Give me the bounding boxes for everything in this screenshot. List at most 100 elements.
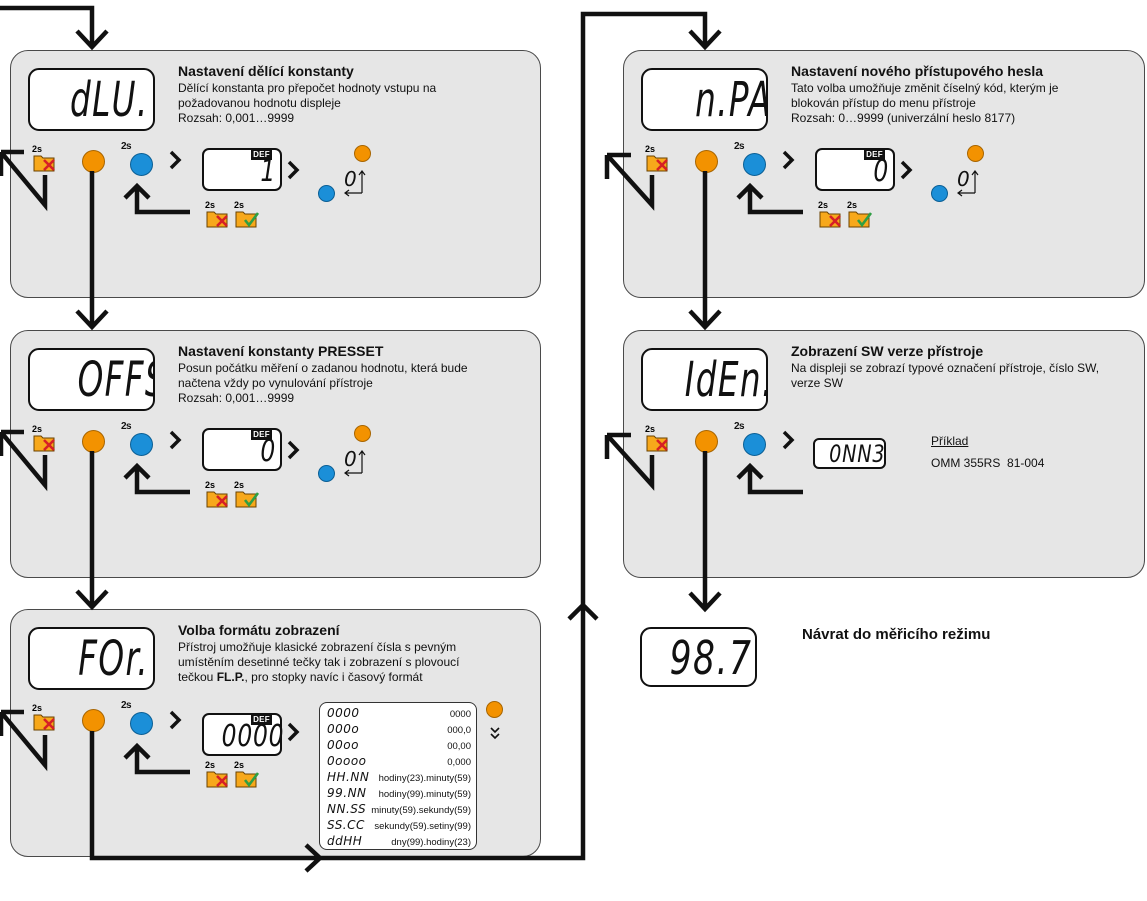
format-label: 000,0 — [447, 725, 471, 736]
format-pattern: 99.NN — [327, 786, 367, 800]
entry-arrow — [0, 5, 109, 51]
format-pattern: SS.CC — [327, 818, 365, 832]
panel-title: Zobrazení SW verze přístroje — [791, 343, 984, 359]
panel-description: Tato volba umožňuje změnit číselný kód, … — [791, 81, 1058, 126]
description-text: tečkou — [178, 670, 217, 684]
format-pattern: 000o — [327, 722, 360, 736]
folder-cancel-icon: 2s — [204, 479, 230, 509]
example-value: OMM 355RS 81-004 — [931, 456, 1045, 470]
folder-confirm-icon: 2s — [233, 199, 259, 229]
cycle-arrow-icon — [957, 170, 979, 197]
example-display-text: 0NN3 — [829, 440, 886, 468]
hold-time-label: 2s — [234, 200, 244, 210]
description-line: blokován přístup do menu přístroje — [791, 96, 976, 110]
hold-time-label: 2s — [121, 700, 132, 711]
orange-button-small-icon — [486, 701, 503, 718]
description-line: Tato volba umožňuje změnit číselný kód, … — [791, 81, 1059, 95]
folder-confirm-icon: 2s — [846, 199, 872, 229]
hold-time-label: 2s — [32, 144, 42, 154]
menu-panel-sw-version: IdEn. Zobrazení SW verze přístroje Na di… — [623, 330, 1145, 578]
format-label: 0000 — [449, 709, 471, 720]
panel-description: Přístroj umožňuje klasické zobrazení čís… — [178, 640, 459, 685]
folder-cancel-icon: 2s — [204, 759, 230, 789]
blue-button-hold-icon: 2s — [121, 141, 157, 177]
digit-hint-value: 0 — [957, 167, 970, 191]
panel-title: Nastavení konstanty PRESSET — [178, 343, 384, 359]
folder-cancel-icon: 2s — [644, 423, 670, 453]
description-line: Dělící konstanta pro přepočet hodnoty vs… — [178, 81, 437, 95]
folder-cancel-icon: 2s — [31, 702, 57, 732]
orange-button-icon — [695, 150, 718, 173]
blue-button-circle — [130, 712, 153, 735]
orange-button-small-icon — [967, 145, 984, 162]
description-line: umístěním desetinné tečky tak i zobrazen… — [178, 655, 460, 669]
hold-time-label: 2s — [205, 200, 215, 210]
main-display: dLU. — [28, 68, 155, 131]
blue-button-circle — [130, 433, 153, 456]
description-text: , pro stopky navíc i časový formát — [244, 670, 423, 684]
blue-button-hold-icon: 2s — [734, 141, 770, 177]
folder-cancel-icon: 2s — [31, 143, 57, 173]
blue-button-hold-icon: 2s — [734, 421, 770, 457]
description-line: verze SW — [791, 376, 844, 390]
hold-time-label: 2s — [205, 480, 215, 490]
format-pattern: 0oooo — [327, 754, 367, 768]
hold-time-label: 2s — [121, 421, 132, 432]
hold-time-label: 2s — [818, 200, 828, 210]
hold-time-label: 2s — [734, 141, 745, 152]
blue-button-small-icon — [931, 185, 948, 202]
hold-time-label: 2s — [847, 200, 857, 210]
folder-cancel-icon: 2s — [204, 199, 230, 229]
hold-time-label: 2s — [32, 703, 42, 713]
format-label: 0,000 — [447, 757, 471, 768]
description-line: Rozsah: 0…9999 (univerzální heslo 8177) — [791, 111, 1016, 125]
main-display: OFFS. — [28, 348, 155, 411]
digit-increment-hint: 0 — [955, 165, 983, 199]
format-row: 0oooo 0,000 — [320, 754, 476, 770]
format-pattern: NN.SS — [327, 802, 367, 816]
measuring-display: 98.7 — [640, 627, 757, 687]
main-display-text: n.PAS. — [695, 72, 766, 128]
default-badge: DEF — [864, 149, 885, 160]
hold-time-label: 2s — [234, 480, 244, 490]
format-label: hodiny(99).minuty(59) — [378, 789, 471, 800]
description-line: Posun počátku měření o zadanou hodnotu, … — [178, 361, 468, 375]
main-display: FOr. — [28, 627, 155, 690]
blue-button-small-icon — [318, 465, 335, 482]
orange-button-small-icon — [354, 425, 371, 442]
folder-cancel-icon: 2s — [644, 143, 670, 173]
orange-button-icon — [82, 150, 105, 173]
digit-increment-hint: 0 — [342, 445, 370, 479]
main-display-text: IdEn. — [684, 352, 768, 408]
return-label: Návrat do měřicího režimu — [802, 626, 991, 643]
menu-panel-divider-constant: dLU. Nastavení dělící konstanty Dělící k… — [10, 50, 541, 298]
menu-panel-display-format: FOr. Volba formátu zobrazení Přístroj um… — [10, 609, 541, 857]
menu-panel-new-password: n.PAS. Nastavení nového přístupového hes… — [623, 50, 1145, 298]
cycle-arrow-icon — [344, 450, 366, 477]
double-chevron-down-icon — [488, 725, 502, 741]
description-bold-text: FL.P. — [216, 670, 245, 684]
main-display-text: dLU. — [70, 72, 149, 128]
blue-button-circle — [130, 153, 153, 176]
blue-button-circle — [743, 153, 766, 176]
blue-button-hold-icon: 2s — [121, 700, 157, 736]
blue-button-small-icon — [318, 185, 335, 202]
format-row: 000o 000,0 — [320, 722, 476, 738]
hold-time-label: 2s — [32, 424, 42, 434]
blue-button-hold-icon: 2s — [121, 421, 157, 457]
cycle-arrow-icon — [344, 170, 366, 197]
main-display-text: OFFS. — [77, 352, 153, 408]
hold-time-label: 2s — [234, 760, 244, 770]
menu-panel-presset: OFFS. Nastavení konstanty PRESSET Posun … — [10, 330, 541, 578]
folder-confirm-icon: 2s — [233, 759, 259, 789]
format-label: dny(99).hodiny(23) — [391, 837, 471, 848]
